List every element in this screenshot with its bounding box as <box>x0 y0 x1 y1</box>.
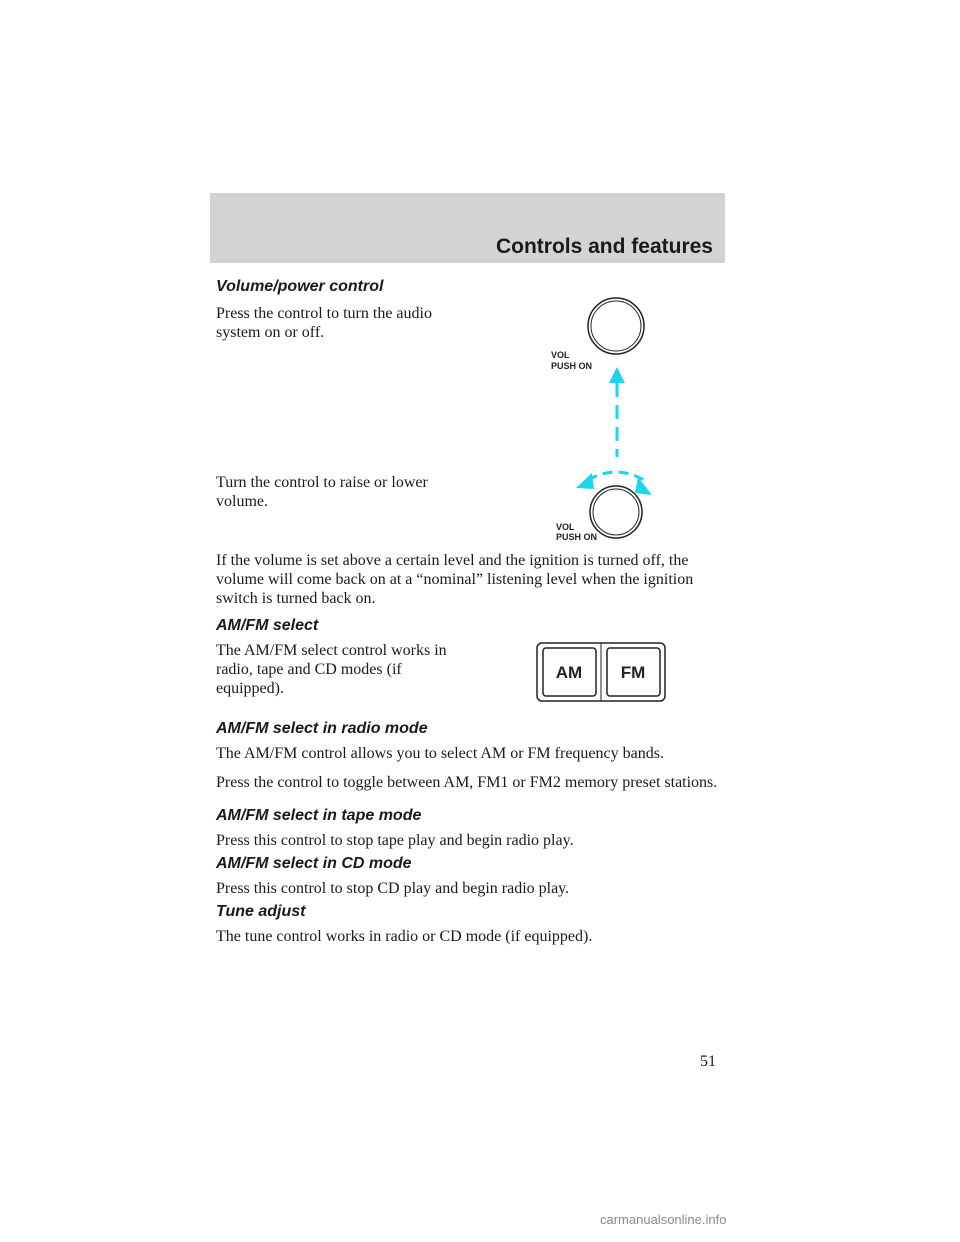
am-label: AM <box>556 663 582 682</box>
volume-knob-outer <box>587 297 645 355</box>
push-arrow-icon <box>609 367 625 457</box>
fm-label: FM <box>621 663 646 682</box>
cd-mode-text: Press this control to stop CD play and b… <box>216 880 570 897</box>
header-band: Controls and features <box>210 193 725 263</box>
radio-mode-text-2: Press the control to toggle between AM, … <box>216 774 718 791</box>
volume-heading: Volume/power control <box>216 278 384 295</box>
tune-heading: Tune adjust <box>216 903 306 920</box>
volume-knob-label-push-on: PUSH ON <box>551 361 592 371</box>
rotate-arrow-icon <box>587 470 645 482</box>
cd-mode-heading: AM/FM select in CD mode <box>216 855 412 872</box>
volume-knob-push-figure: VOL PUSH ON <box>551 297 645 371</box>
turn-knob-label-push-on: PUSH ON <box>556 532 597 542</box>
volume-knob-inner <box>590 300 642 352</box>
amfm-heading: AM/FM select <box>216 617 319 634</box>
tape-mode-heading: AM/FM select in tape mode <box>216 807 422 824</box>
radio-mode-heading: AM/FM select in radio mode <box>216 720 428 737</box>
am-fm-button-figure: AM FM <box>536 642 666 702</box>
fm-button-shape <box>606 647 661 697</box>
am-button-shape <box>542 647 597 697</box>
volume-knob-label-vol: VOL <box>551 350 570 360</box>
section-title: Controls and features <box>495 235 713 258</box>
turn-knob-label-vol: VOL <box>556 522 575 532</box>
amfm-text: The AM/FM select control works in radio,… <box>216 642 447 697</box>
volume-knob-inner-2 <box>592 488 640 536</box>
volume-press-text: Press the control to turn the audio syst… <box>216 305 432 341</box>
volume-nominal-text: If the volume is set above a certain lev… <box>216 552 694 607</box>
tune-text: The tune control works in radio or CD mo… <box>216 928 593 945</box>
watermark: carmanualsonline.info <box>600 1212 727 1227</box>
volume-knob-turn-figure: VOL PUSH ON <box>556 470 652 542</box>
volume-turn-text: Turn the control to raise or lower volum… <box>216 474 428 510</box>
volume-knob-outer-2 <box>589 485 643 539</box>
page-number: 51 <box>700 1053 716 1070</box>
radio-mode-text-1: The AM/FM control allows you to select A… <box>216 745 664 762</box>
tape-mode-text: Press this control to stop tape play and… <box>216 832 574 849</box>
